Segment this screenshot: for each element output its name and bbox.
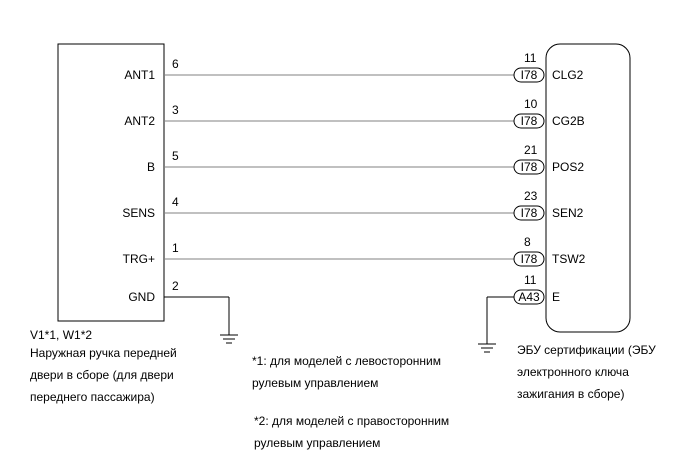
connector-badge	[513, 205, 545, 221]
right-pin-number: 23	[524, 189, 538, 203]
right-component-name-line: зажигания в сборе)	[517, 387, 625, 401]
left-terminal-label: ANT1	[124, 68, 155, 82]
ground-left-pin: 2	[172, 279, 179, 293]
left-terminal-label: ANT2	[124, 114, 155, 128]
left-terminal-label: B	[147, 160, 155, 174]
left-component-name-line: переднего пассажира)	[30, 390, 155, 404]
ground-left-terminal: GND	[128, 290, 155, 304]
left-pin-number: 1	[172, 241, 179, 255]
left-terminal-label: SENS	[122, 206, 155, 220]
left-pin-number: 6	[172, 57, 179, 71]
connector-label: I78	[521, 206, 538, 220]
ground-right-connector: A43	[518, 290, 540, 304]
left-component-name-line: двери в сборе (для двери	[30, 368, 174, 382]
right-pin-number: 10	[524, 97, 538, 111]
left-pin-number: 3	[172, 103, 179, 117]
right-component-name-line: ЭБУ сертификации (ЭБУ	[517, 343, 656, 357]
left-pin-number: 5	[172, 149, 179, 163]
ground-left-symbol-icon	[220, 334, 238, 344]
ground-left: GND 2	[128, 279, 238, 344]
left-component-name-line: Наружная ручка передней	[30, 346, 177, 360]
note-1-line: *1: для моделей с левосторонним	[252, 354, 442, 368]
connector-badge	[513, 113, 545, 129]
right-terminal-label: CG2B	[552, 114, 585, 128]
connector-label: I78	[521, 252, 538, 266]
note-1: *1: для моделей с левосторонним рулевым …	[252, 350, 441, 394]
note-2-line: рулевым управлением	[254, 436, 381, 450]
right-component-box	[545, 43, 631, 333]
connector-label: I78	[521, 68, 538, 82]
note-2: *2: для моделей с правосторонним рулевым…	[254, 410, 449, 454]
connector-label: I78	[521, 114, 538, 128]
right-component-name-line: электронного ключа	[517, 365, 629, 379]
right-pin-number: 8	[524, 235, 531, 249]
ground-right: A43 E 11	[478, 273, 560, 353]
right-pin-number: 11	[524, 51, 537, 65]
ground-right-symbol-icon	[478, 343, 496, 353]
note-2-line: *2: для моделей с правосторонним	[254, 414, 450, 428]
left-component-name: Наружная ручка передней двери в сборе (д…	[30, 342, 177, 408]
left-component-id: V1*1, W1*2	[30, 328, 93, 342]
right-terminal-label: POS2	[552, 160, 584, 174]
ground-right-terminal: E	[552, 290, 560, 304]
right-component-name: ЭБУ сертификации (ЭБУ электронного ключа…	[517, 339, 656, 405]
ground-right-pin: 11	[524, 273, 537, 287]
connector-label: I78	[521, 160, 538, 174]
note-1-line: рулевым управлением	[252, 376, 379, 390]
right-terminal-label: CLG2	[552, 68, 584, 82]
left-component-box	[57, 43, 165, 322]
ground-right-connector-badge	[513, 289, 545, 305]
right-terminal-label: TSW2	[552, 252, 586, 266]
right-terminal-label: SEN2	[552, 206, 584, 220]
left-terminal-label: TRG+	[123, 252, 155, 266]
connector-badge	[513, 67, 545, 83]
connector-badge	[513, 159, 545, 175]
connector-badge	[513, 251, 545, 267]
left-pin-number: 4	[172, 195, 179, 209]
right-pin-number: 21	[524, 143, 538, 157]
